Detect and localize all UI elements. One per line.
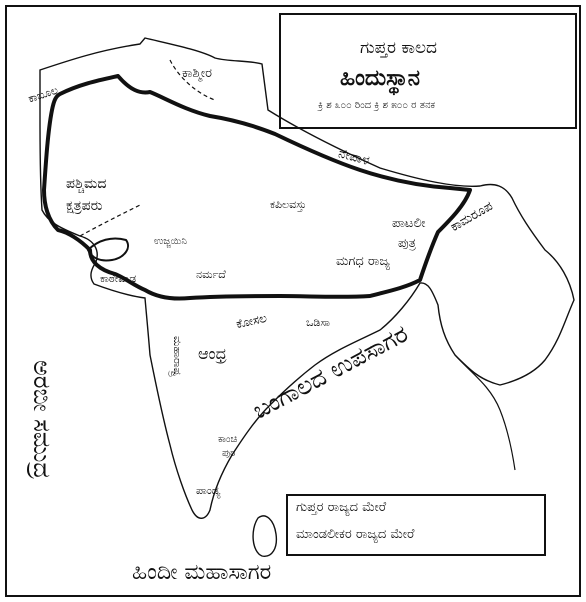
legend-gupta-boundary-label: ಗುಪ್ತರ ರಾಜ್ಯದ ಮೇರೆ	[296, 500, 387, 515]
place-andhra: ಆಂಧ್ರ	[198, 344, 227, 363]
sri-lanka	[252, 515, 278, 557]
title-box-frame	[279, 13, 577, 129]
map-frame	[5, 5, 581, 597]
place-pandya: ಪಾಂಡ್ಯ	[196, 484, 221, 497]
place-western-kshatrapa-line1: ಪಶ್ಚಿಮದ	[66, 176, 107, 192]
place-pataliputra-line2: ಪುತ್ರ	[398, 236, 417, 251]
place-kanchipura-line2: ಪುರ	[222, 448, 236, 459]
place-kathiawar: ಕಾಠೇವಾಡ	[100, 272, 137, 285]
eastern-coast	[454, 354, 516, 471]
map-title-line2: ಹಿಂದುಸ್ಥಾನ	[340, 66, 420, 91]
place-kanchipura-line1: ಕಾಂಚಿ	[218, 434, 238, 445]
place-kapilavastu: ಕಪಿಲವಸ್ತು	[270, 198, 307, 211]
place-western-kshatrapa-line2: ಕ್ಷತ್ರಪರು	[66, 198, 103, 214]
sea-label-indian-ocean: ಹಿಂದೀ ಮಹಾಸಾಗರ	[132, 560, 272, 585]
coastline	[39, 37, 575, 519]
legend-box	[286, 494, 546, 556]
legend-feudatory-boundary-label: ಮಾಂಡಲೀಕರ ರಾಜ್ಯದ ಮೇರೆ	[296, 527, 415, 542]
sea-label-arabian-sea: ಅರಬೀ ಸಮುದ್ರ	[28, 360, 56, 479]
place-kashmir: ಕಾಶ್ಮೀರ	[182, 66, 212, 81]
map-title-line3: ಕ್ರಿ ಶ ೩೦೦ ರಿಂದ ಕ್ರಿ ಶ ೫೦೦ ರ ತನಕ	[318, 100, 436, 111]
place-magadha: ಮಗಧ ರಾಜ್ಯ	[336, 254, 390, 269]
place-pataliputra-line1: ಪಾಟಲೀ	[392, 216, 426, 231]
place-narmada: ನರ್ಮದೆ	[196, 268, 226, 281]
place-odisha: ಒಡಿಸಾ	[306, 316, 331, 329]
gupta-boundary	[42, 74, 472, 301]
kathiawar-coast	[86, 237, 130, 262]
map-title-line1: ಗುಪ್ತರ ಕಾಲದ	[360, 38, 437, 58]
place-maharashtra: ಮಹಾರಾಷ್ಟ್ರ	[171, 336, 184, 377]
feudatory-boundary	[79, 59, 216, 237]
place-ujjayini: ಉಜ್ಜಯಿನಿ	[154, 236, 187, 247]
